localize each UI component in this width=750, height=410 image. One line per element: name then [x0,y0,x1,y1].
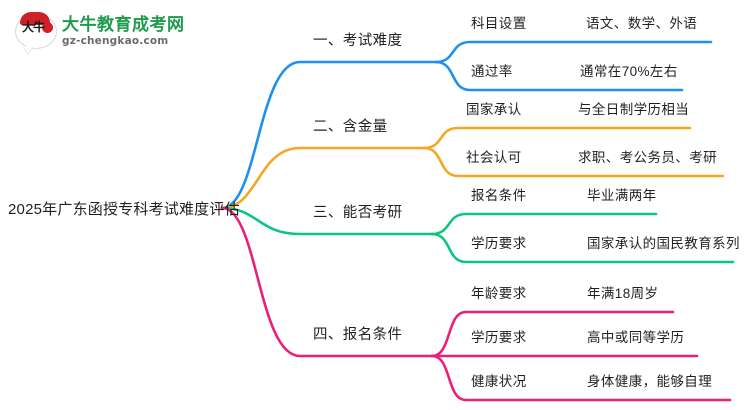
leaf-value-4-1[interactable]: 年满18周岁 [587,286,659,301]
branch-label-1[interactable]: 一、考试难度 [313,33,403,49]
branch-label-2[interactable]: 二、含金量 [313,119,388,135]
root-to-branch-2-curve [220,146,426,210]
leaf-value-2-1[interactable]: 与全日制学历相当 [578,102,690,117]
leaf-key-3-1[interactable]: 报名条件 [471,188,527,203]
root-node-label[interactable]: 2025年广东函授专科考试难度评估 [8,201,240,218]
logo-mark-icon: 大牛 [14,11,57,51]
logo-mark-text: 大牛 [21,20,45,34]
leaf-value-3-2[interactable]: 国家承认的国民教育系列 [587,236,740,251]
branch-3-fork-upper [430,212,658,236]
leaf-key-1-1[interactable]: 科目设置 [471,16,527,31]
branch-2-fork-upper [422,126,692,150]
leaf-key-2-1[interactable]: 国家承认 [466,102,522,117]
leaf-value-4-2[interactable]: 高中或同等学历 [587,330,685,345]
leaf-value-1-1[interactable]: 语文、数学、外语 [586,16,698,31]
logo-dot-shape [42,22,53,33]
leaf-value-4-3[interactable]: 身体健康，能够自理 [587,374,713,389]
logo-wordmark: 大牛教育成考网 gz-chengkao.com [62,16,185,47]
branch-1-fork-upper [434,40,713,64]
leaf-value-1-2[interactable]: 通常在70%左右 [580,64,678,79]
leaf-key-3-2[interactable]: 学历要求 [471,236,527,251]
leaf-key-1-2[interactable]: 通过率 [471,64,513,79]
leaf-key-4-1[interactable]: 年龄要求 [471,286,527,301]
leaf-key-4-3[interactable]: 健康状况 [471,374,527,389]
branch-label-4[interactable]: 四、报名条件 [313,327,403,343]
leaf-key-2-2[interactable]: 社会认可 [466,150,522,165]
logo-title: 大牛教育成考网 [62,14,185,34]
logo-cap-shape [20,12,50,25]
leaf-value-2-2[interactable]: 求职、考公务员、考研 [578,150,717,165]
leaf-key-4-2[interactable]: 学历要求 [471,330,527,345]
logo-subtitle: gz-chengkao.com [62,34,169,47]
branch-label-3[interactable]: 三、能否考研 [313,205,403,221]
leaf-value-3-1[interactable]: 毕业满两年 [587,188,657,203]
site-logo: 大牛 大牛教育成考网 gz-chengkao.com [14,8,194,54]
